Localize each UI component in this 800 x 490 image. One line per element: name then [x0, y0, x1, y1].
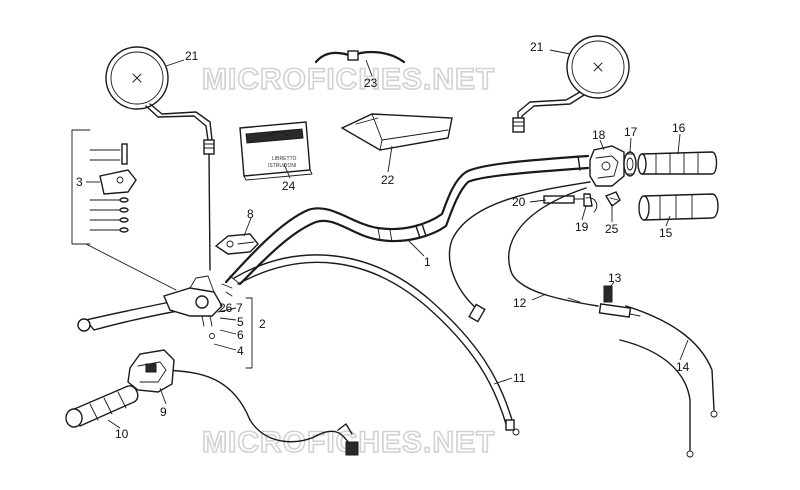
callout-9: 9: [160, 405, 167, 419]
callout-1: 1: [424, 255, 431, 269]
left-switch: [127, 349, 175, 393]
callout-17: 17: [624, 125, 638, 139]
throttle-cables-pair: [619, 305, 718, 458]
callout-10: 10: [115, 427, 129, 441]
callout-20: 20: [512, 195, 526, 209]
part-2-bracket-line: [245, 297, 253, 369]
strap: [314, 50, 406, 64]
callout-19: 19: [575, 220, 589, 234]
callout-22: 22: [381, 173, 395, 187]
callout-6: 6: [237, 328, 244, 342]
callout-7: 7: [236, 301, 243, 315]
callout-2: 2: [259, 317, 266, 331]
callout-23: 23: [364, 76, 378, 90]
right-switch: [589, 145, 625, 187]
callout-15: 15: [659, 226, 673, 240]
callout-4: 4: [237, 344, 244, 358]
booklet-line2: ISTRUZIONI: [268, 163, 296, 169]
bracket: [214, 233, 259, 255]
throttle-drum: [623, 151, 637, 177]
grip: [638, 193, 719, 221]
callout-16: 16: [672, 121, 686, 135]
inline-adjuster: [598, 285, 641, 318]
callout-21-left: 21: [185, 49, 199, 63]
watermark-top: MICROFICHES.NET: [202, 63, 495, 96]
callout-13: 13: [608, 271, 622, 285]
part-3-exploded-box: [71, 129, 177, 291]
callout-labels: 21 23 21 24 22 18 17 16 3 8 20 19 25 15 …: [76, 40, 690, 441]
callout-3: 3: [76, 175, 83, 189]
clutch-cable: [233, 254, 520, 436]
callout-26: 26: [219, 301, 233, 315]
left-grip: [65, 385, 139, 428]
callout-14: 14: [676, 360, 690, 374]
left-mirror: [105, 46, 215, 271]
callout-5: 5: [237, 315, 244, 329]
right-mirror: [512, 35, 630, 133]
clutch-lever: [77, 275, 233, 339]
clip: [604, 191, 621, 208]
booklet-line1: LIBRETTO: [272, 156, 296, 162]
callout-12: 12: [513, 296, 527, 310]
callout-25: 25: [605, 222, 619, 236]
callout-8: 8: [247, 207, 254, 221]
switch-wire: [165, 369, 359, 456]
callout-21-right: 21: [530, 40, 544, 54]
right-grip: [637, 151, 718, 175]
instruction-booklet: LIBRETTO ISTRUZIONI: [239, 121, 313, 181]
throttle-cable: [448, 181, 599, 323]
callout-24: 24: [282, 179, 296, 193]
callout-11: 11: [513, 371, 526, 385]
leader-lines: [86, 49, 689, 429]
tool-pouch: [340, 113, 453, 151]
callout-18: 18: [592, 128, 606, 142]
handlebar: [224, 154, 590, 286]
